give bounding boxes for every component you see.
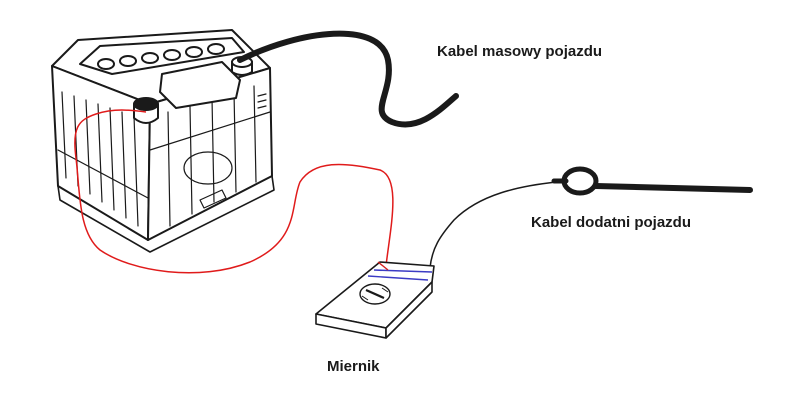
multimeter-icon <box>315 261 435 339</box>
black-test-lead <box>429 181 557 269</box>
ground-cable <box>237 30 459 128</box>
positive-cable <box>551 166 753 196</box>
meter-label: Miernik <box>327 358 380 375</box>
ground-cable-label: Kabel masowy pojazdu <box>437 43 603 60</box>
positive-cable-label: Kabel dodatni pojazdu <box>531 214 691 231</box>
car-battery-icon <box>51 29 275 253</box>
red-test-lead <box>74 109 394 274</box>
